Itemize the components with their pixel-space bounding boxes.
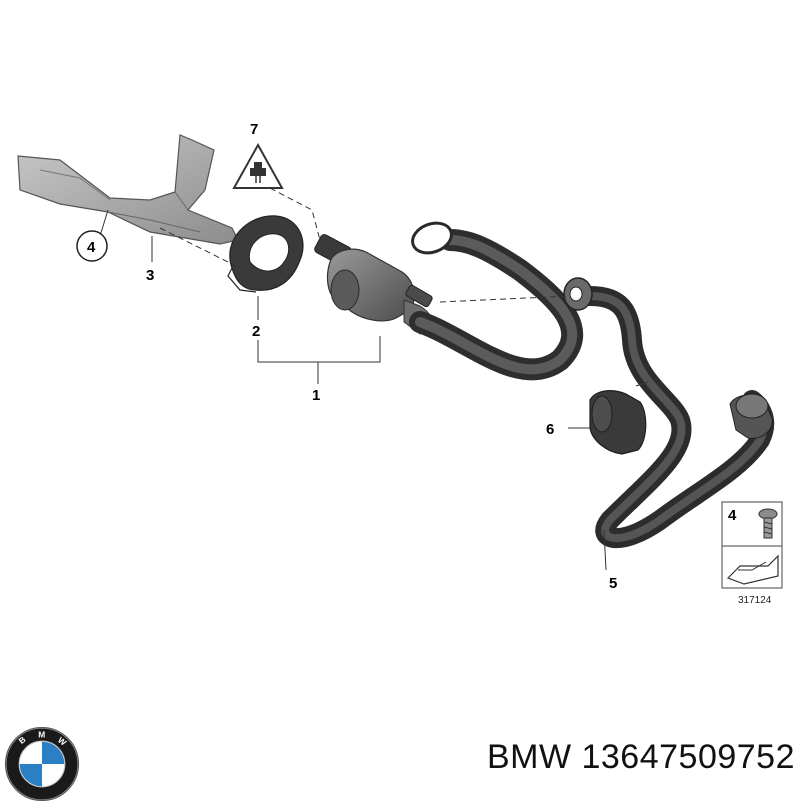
callout-3: 3	[146, 267, 154, 284]
pump-body-part	[314, 234, 434, 335]
arrow-icon	[726, 554, 779, 585]
callout-5: 5	[609, 575, 617, 592]
callout-4: 4	[87, 239, 96, 256]
diagram-number: 317124	[738, 595, 772, 606]
svg-text:B: B	[17, 734, 28, 746]
electrical-plug-warning-icon	[232, 142, 284, 189]
callout-circle-4	[76, 230, 108, 262]
screw-icon	[758, 508, 778, 539]
clamp-ring-part	[227, 215, 304, 293]
callout-6: 6	[546, 421, 554, 438]
callout-2: 2	[252, 323, 260, 340]
main-hose-part	[409, 221, 584, 381]
bmw-roundel-logo: B M W	[4, 726, 80, 802]
rubber-sleeve-part	[589, 390, 647, 455]
leader-lines	[99, 187, 649, 571]
secondary-hose-part	[563, 277, 775, 549]
callout-1: 1	[312, 387, 320, 404]
bracket-part	[17, 134, 239, 245]
callout-7: 7	[250, 121, 258, 138]
svg-text:M: M	[38, 729, 45, 739]
inset-box	[721, 501, 783, 589]
inset-callout-4: 4	[728, 507, 737, 524]
part-number-caption: BMW 13647509752	[486, 738, 795, 776]
